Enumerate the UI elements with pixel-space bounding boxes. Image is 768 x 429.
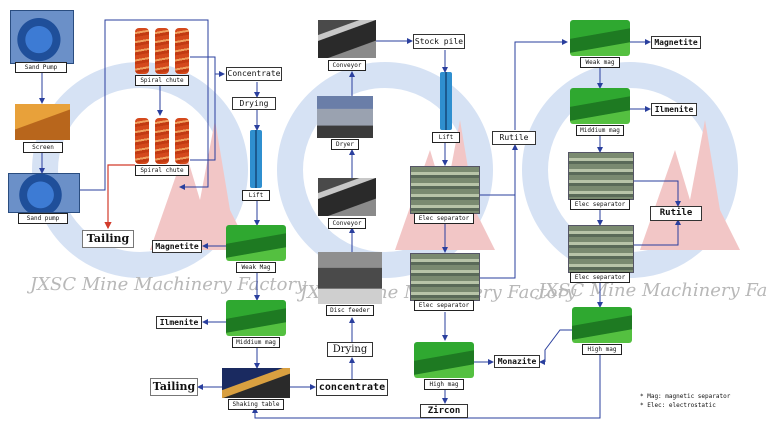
lift-right: Lift [426,72,466,143]
middium-mag-left: Middium mag [226,300,286,348]
lift-right-label: Lift [432,132,460,143]
elec-separator-1-label: Elec separator [414,213,474,224]
weak-mag-right-label: Weak mag [580,57,620,68]
sand-pump-bottom: Sand pump [8,173,80,224]
lift-right-image [440,72,452,130]
elec-separator-4: Elec separator [568,225,634,283]
dryer-label: Dryer [331,139,359,150]
high-mag-right: High mag [572,307,632,355]
weak-mag-left: Weak Mag [226,225,286,273]
spiral-6 [175,118,189,164]
sand-pump-top-label: Sand Pump [15,62,67,73]
magnetite-right-box: Magnetite [651,36,701,49]
conveyor-mid-image [318,178,376,216]
lift-left-image [250,130,262,188]
high-mag-center-label: High mag [424,379,464,390]
conveyor-mid: Conveyor [318,178,376,230]
concentrate-small-box: Concentrate [226,67,282,81]
zircon-box: Zircon [420,404,468,418]
disc-feeder-image [318,252,382,304]
lift-left-label: Lift [242,190,270,201]
magnetite-left-box: Magnetite [152,240,202,253]
sand-pump-bottom-image [8,173,80,213]
conveyor-top-label: Conveyor [328,60,366,71]
elec-separator-4-label: Elec separator [570,272,630,283]
shaking-table-label: Shaking table [228,399,284,410]
rutile-right-box: Rutile [650,206,702,221]
conveyor-mid-label: Conveyor [328,218,366,229]
weak-mag-left-label: Weak Mag [236,262,276,273]
drying-small-box: Drying [232,97,276,110]
middium-mag-left-image [226,300,286,336]
stock-pile-box: Stock pile [413,34,465,49]
high-mag-right-label: High mag [582,344,622,355]
elec-separator-1: Elec separator [410,166,480,224]
weak-mag-left-image [226,225,286,261]
rutile-mid-box: Rutile [492,131,536,145]
sand-pump-top: Sand Pump [10,10,74,73]
high-mag-right-image [572,307,632,343]
dryer: Dryer [317,96,373,151]
spiral-chute-bottom-label: Spiral chute [135,165,189,176]
watermark-text-right: JXSC Mine Machinery Factory [534,280,768,301]
ilmenite-right-box: Ilmenite [651,103,697,116]
screen: Screen [15,104,70,153]
spiral-chute-bottom: Spiral chute [133,118,191,176]
weak-mag-right: Weak mag [570,20,630,68]
disc-feeder: Disc feeder [318,252,382,318]
elec-separator-2-label: Elec separator [414,300,474,311]
spiral-5 [155,118,169,164]
spiral-4 [135,118,149,164]
tailing-left-box: Tailing [82,230,134,248]
weak-mag-right-image [570,20,630,56]
screen-label: Screen [23,142,63,153]
conveyor-top: Conveyor [318,20,376,72]
spiral-1 [135,28,149,74]
elec-separator-1-image [410,166,480,214]
elec-separator-3: Elec separator [568,152,634,210]
middium-mag-right: Middium mag [570,88,630,136]
conveyor-top-image [318,20,376,58]
dryer-image [317,96,373,138]
spiral-3 [175,28,189,74]
spiral-chute-top: Spiral chute [133,28,191,86]
tailing-bottom-box: Tailing [150,378,198,396]
shaking-table: Shaking table [222,368,290,410]
elec-separator-3-image [568,152,634,200]
middium-mag-right-image [570,88,630,124]
screen-image [15,104,70,140]
sand-pump-bottom-label: Sand pump [18,213,68,224]
middium-mag-left-label: Middium mag [232,337,280,348]
elec-separator-2-image [410,253,480,301]
legend-mag: * Mag: magnetic separator [640,393,731,400]
watermark-text-left: JXSC Mine Machinery Factory [26,274,307,295]
monazite-box: Monazite [494,355,540,368]
high-mag-center: High mag [414,342,474,390]
elec-separator-4-image [568,225,634,273]
elec-separator-2: Elec separator [410,253,480,311]
ilmenite-left-box: Ilmenite [156,316,202,329]
drying-big-box: Drying [327,342,373,357]
elec-separator-3-label: Elec separator [570,199,630,210]
shaking-table-image [222,368,290,398]
high-mag-center-image [414,342,474,378]
concentrate-big-box: concentrate [316,379,388,396]
spiral-2 [155,28,169,74]
sand-pump-image [10,10,74,64]
lift-left: Lift [236,130,276,201]
legend-elec: * Elec: electrostatic [640,402,716,409]
spiral-chute-top-label: Spiral chute [135,75,189,86]
disc-feeder-label: Disc feeder [326,305,374,316]
middium-mag-right-label: Middium mag [576,125,624,136]
